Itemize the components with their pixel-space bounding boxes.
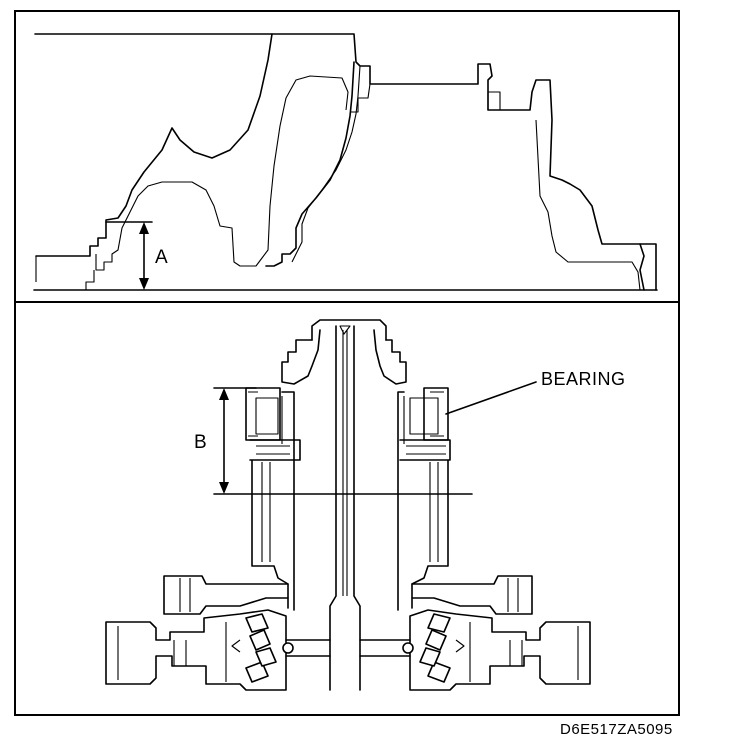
left-column-inner	[256, 445, 290, 562]
right-planet-housing-inner	[455, 622, 579, 682]
left-step-detail	[85, 270, 95, 290]
lower-section-assembly	[105, 319, 591, 691]
right-column	[397, 391, 451, 611]
shaft-wall-outer	[265, 61, 355, 267]
right-roller-bearings	[419, 613, 451, 683]
spider-cross-pin	[285, 639, 411, 657]
top-cap	[311, 319, 387, 341]
dimension-b-label: B	[194, 432, 207, 453]
right-planet-housing	[409, 609, 591, 691]
left-roller-bearings	[245, 613, 277, 683]
housing-left-shoulder	[281, 329, 321, 385]
upper-section-profile	[33, 33, 658, 291]
left-pin-head	[282, 642, 294, 654]
housing-inner-line	[487, 91, 641, 291]
housing-outline	[34, 33, 645, 291]
left-carrier-arm	[163, 575, 289, 615]
right-carrier-arm-inner	[507, 578, 519, 612]
left-planet-housing-inner	[117, 622, 241, 682]
web-outline	[35, 33, 273, 257]
right-carrier-arm	[411, 575, 533, 615]
housing-right-shoulder	[373, 329, 407, 385]
shaft-wall-step	[350, 83, 371, 113]
left-planet-housing	[105, 609, 287, 691]
web-inner-line	[35, 75, 349, 282]
bearing-label: BEARING	[541, 369, 626, 389]
left-bearing	[245, 387, 283, 444]
right-pin-head	[402, 642, 414, 654]
shaft-wall-inner	[291, 65, 361, 263]
panel-divider	[14, 301, 680, 303]
center-shaft	[329, 325, 361, 691]
left-carrier-arm-inner	[179, 578, 191, 612]
dimension-a-arrow	[105, 221, 153, 290]
right-column-inner	[406, 445, 446, 562]
dimension-b-arrow	[213, 387, 473, 495]
figure-code: D6E517ZA5095	[560, 721, 673, 738]
left-column	[249, 391, 301, 611]
bearing-leader-line	[445, 381, 537, 415]
dimension-a-label: A	[155, 247, 168, 268]
housing-right-end	[639, 243, 657, 291]
right-bearing	[403, 387, 449, 444]
center-shaft-bore	[339, 325, 351, 596]
